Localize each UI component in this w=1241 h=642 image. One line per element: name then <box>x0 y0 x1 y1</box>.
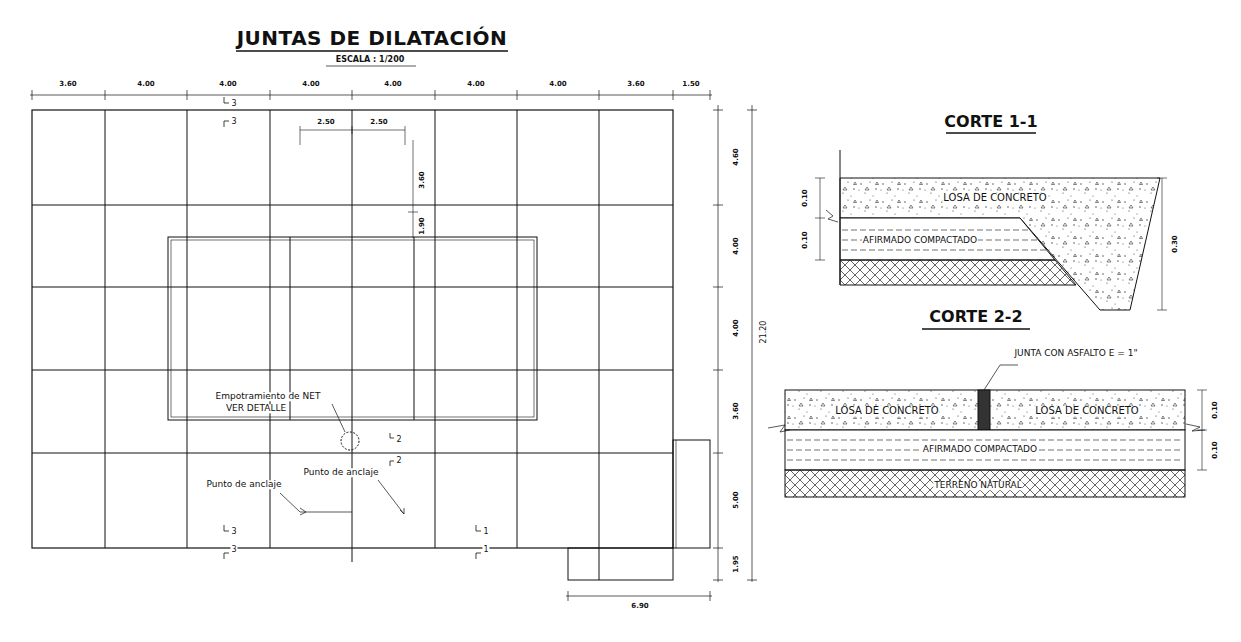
layer-label: LOSA DE CONCRETO <box>1034 406 1139 417</box>
layer-label: AFIRMADO COMPACTADO <box>862 236 978 245</box>
section-marker: 3 <box>230 546 237 554</box>
section-marker: 1 <box>482 546 489 554</box>
callout-text: Punto de anclaje <box>206 480 283 489</box>
section-marker: 3 <box>230 118 237 126</box>
dimension: 0.10 <box>1212 400 1219 419</box>
dimension: 0.30 <box>1172 234 1179 253</box>
dimension: 1.50 <box>681 81 700 88</box>
dimension: 0.10 <box>1212 440 1219 459</box>
dimension: 1.90 <box>419 216 426 235</box>
dimension: 2.50 <box>369 119 388 126</box>
dimension: 1.95 <box>733 554 740 573</box>
section-title: CORTE 1-1 <box>943 114 1038 131</box>
callout-text: Punto de anclaje <box>303 468 380 477</box>
dimension: 4.00 <box>733 318 740 337</box>
dimension: 4.00 <box>383 81 402 88</box>
total-dimension: 21.20 <box>760 320 768 345</box>
dimension: 0.10 <box>802 230 809 249</box>
section-marker: 2 <box>395 457 402 465</box>
dimension: 4.00 <box>136 81 155 88</box>
section-marker: 3 <box>230 528 237 536</box>
drawing-title: JUNTAS DE DILATACIÓN <box>237 26 508 50</box>
callout-text: Empotramiento de NET <box>215 392 322 401</box>
callout-text: JUNTA CON ASFALTO E = 1" <box>1013 349 1138 358</box>
section-marker: 2 <box>395 436 402 444</box>
dimension: 4.00 <box>218 81 237 88</box>
dimension: 0.10 <box>802 188 809 207</box>
dimension: 2.50 <box>316 119 335 126</box>
section-title: CORTE 2-2 <box>928 309 1023 326</box>
section-marker: 1 <box>482 528 489 536</box>
layer-label: LOSA DE CONCRETO <box>834 406 939 417</box>
dimension: 4.00 <box>548 81 567 88</box>
dimension: 3.60 <box>419 170 426 189</box>
dimension: 3.60 <box>733 401 740 420</box>
dimension: 5.00 <box>733 490 740 509</box>
scale-note: ESCALA : 1/200 <box>335 56 406 64</box>
layer-label: LOSA DE CONCRETO <box>942 193 1047 204</box>
callout-text: VER DETALLE <box>225 404 287 413</box>
dimension: 4.60 <box>733 147 740 166</box>
layer-label: AFIRMADO COMPACTADO <box>922 445 1038 454</box>
dimension: 4.00 <box>466 81 485 88</box>
dimension: 4.00 <box>733 236 740 255</box>
dimension: 4.00 <box>301 81 320 88</box>
section-marker: 3 <box>230 100 237 108</box>
dimension: 3.60 <box>626 81 645 88</box>
layer-label: TERRENO NATURAL <box>933 481 1022 490</box>
dimension: 6.90 <box>630 603 649 610</box>
dimension: 3.60 <box>58 81 77 88</box>
